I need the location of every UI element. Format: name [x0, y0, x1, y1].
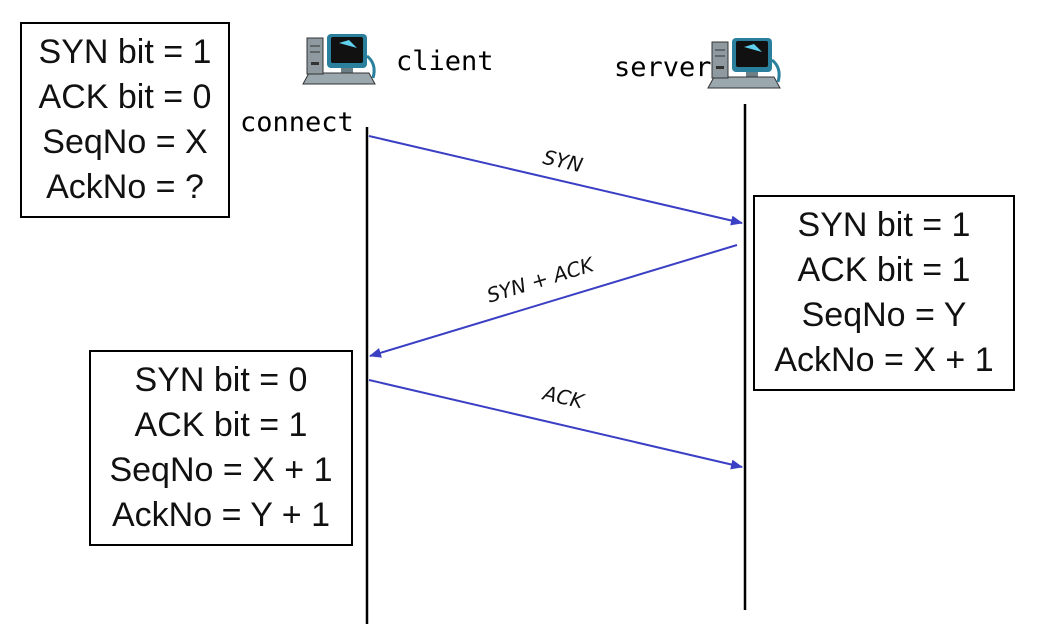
ack-box-line: SeqNo = X + 1 [109, 451, 333, 489]
syn-box-line: ACK bit = 0 [38, 78, 212, 116]
client-computer-icon [301, 32, 377, 86]
syn-box-line: SYN bit = 1 [38, 33, 212, 71]
synack-box-line: SYN bit = 1 [797, 206, 971, 244]
server-label: server [614, 52, 712, 83]
syn-box-line: AckNo = ? [46, 168, 204, 206]
synack-box-line: ACK bit = 1 [797, 251, 971, 289]
synack-box-line: AckNo = X + 1 [774, 341, 994, 379]
ack-box-line: AckNo = Y + 1 [112, 496, 330, 534]
synack-box-line: SeqNo = Y [801, 296, 967, 334]
ack-box-line: ACK bit = 1 [134, 406, 308, 444]
ack-segment-box: SYN bit = 0 ACK bit = 1 SeqNo = X + 1 Ac… [89, 350, 353, 546]
client-label: client [396, 46, 494, 77]
syn-segment-box: SYN bit = 1 ACK bit = 0 SeqNo = X AckNo … [20, 22, 230, 218]
synack-arrow [369, 244, 738, 358]
server-computer-icon [706, 36, 782, 90]
ack-box-line: SYN bit = 0 [134, 361, 308, 399]
syn-box-line: SeqNo = X [42, 123, 208, 161]
ack-arrow [368, 379, 743, 470]
syn-arrow [368, 135, 743, 226]
connect-label: connect [240, 107, 354, 138]
synack-segment-box: SYN bit = 1 ACK bit = 1 SeqNo = Y AckNo … [753, 195, 1015, 391]
